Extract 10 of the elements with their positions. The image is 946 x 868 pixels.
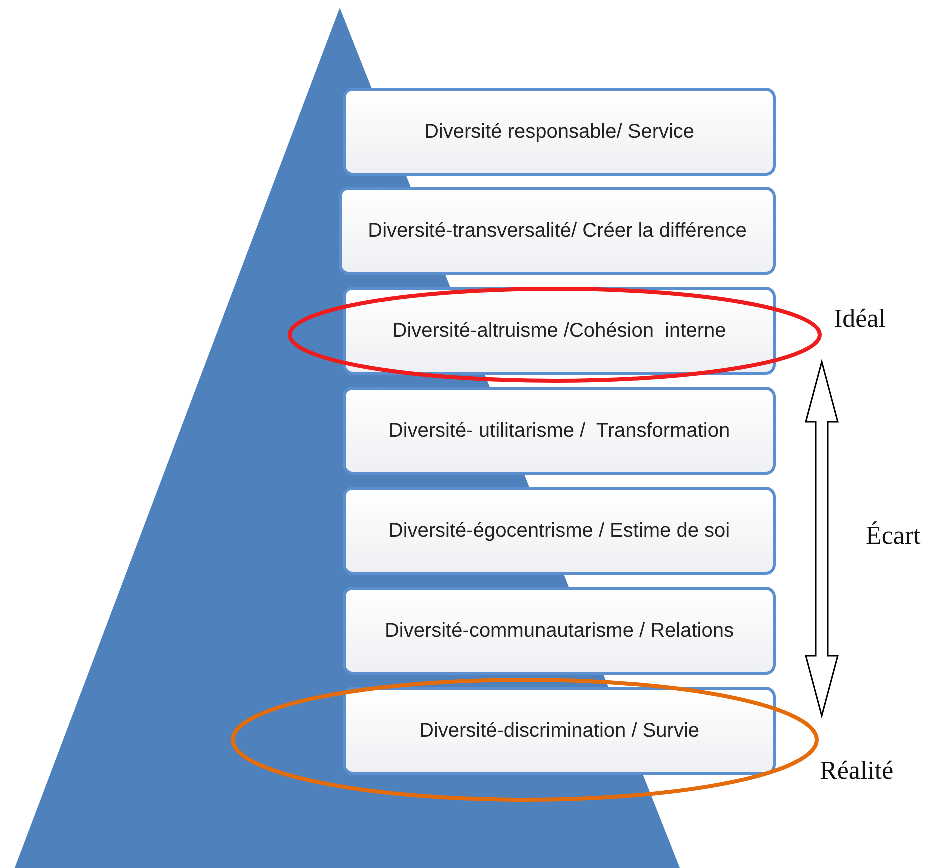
level-box: Diversité responsable/ Service [343,88,776,176]
level-box: Diversité-transversalité/ Créer la différence [339,187,776,275]
side-label: Réalité [820,756,894,786]
side-label: Idéal [834,304,886,334]
level-box: Diversité-égocentrisme / Estime de soi [343,487,776,575]
level-box: Diversité-communautarisme / Relations [343,587,776,675]
double-arrow [805,359,839,719]
level-box: Diversité-altruisme /Cohésion interne [343,287,776,375]
level-box: Diversité- utilitarisme / Transformation [343,387,776,475]
level-box: Diversité-discrimination / Survie [343,687,776,775]
